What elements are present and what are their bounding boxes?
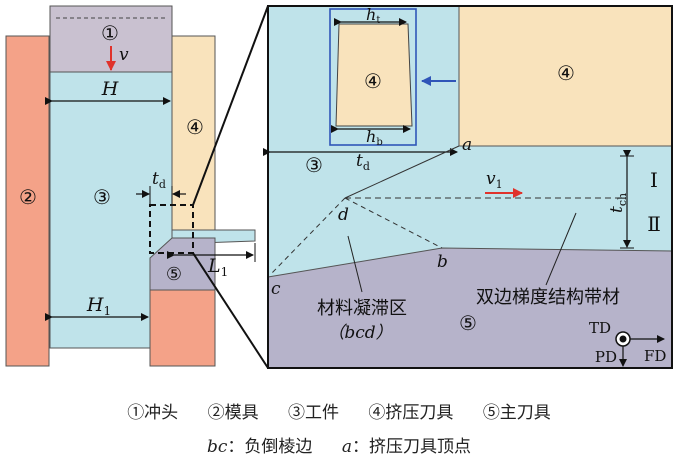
workpiece-number-zoom: ③: [305, 153, 323, 177]
velocity-label: v: [119, 45, 129, 65]
zoom-panel: ht ④ hb ④ a td ③ v1 tch Ⅰ Ⅱ d b c 材料凝滞区 …: [263, 5, 673, 369]
die-number: ②: [19, 185, 37, 209]
upper-boundary: [344, 145, 460, 199]
L1-label: L1: [207, 255, 228, 279]
point-d-label: d: [338, 205, 349, 225]
bc-key: bc: [207, 437, 228, 457]
main-tool-number-zoom: ⑤: [459, 311, 477, 335]
zone-II-label: Ⅱ: [647, 212, 661, 236]
squeeze-tool-number-zoom: ④: [557, 61, 575, 85]
strip-leader: [545, 212, 577, 286]
pd-axis-label: PD: [595, 348, 617, 366]
squeeze-tool-zoom: [458, 5, 673, 147]
process-diagram: ① v ② ④ ③ ⑤ H H1 td L1 ht ④ hb ④ a: [5, 5, 673, 369]
legend-item-punch: ①冲头: [127, 403, 179, 423]
tch-label: tch: [607, 193, 629, 213]
v1-label: v1: [486, 169, 503, 191]
td-axis-dot: [619, 335, 627, 343]
die-lower-right: [149, 289, 216, 367]
workpiece-number-left: ③: [93, 185, 111, 209]
coordinate-axes: TD PD FD: [589, 319, 666, 367]
a-desc: ：挤压刀具顶点: [351, 437, 471, 457]
dash-db: [344, 197, 443, 249]
legend-numbers: ①冲头 ②模具 ③工件 ④挤压刀具 ⑤主刀具: [0, 398, 678, 423]
zoom-line-bottom: [192, 252, 269, 369]
squeeze-tool-number-left: ④: [186, 115, 204, 139]
fd-axis-label: FD: [644, 347, 666, 365]
ht-label: ht: [366, 5, 380, 26]
bc-desc: ：负倒棱边: [227, 437, 313, 457]
strip-label: 双边梯度结构带材: [476, 287, 620, 308]
legend-item-squeeze-tool: ④挤压刀具: [368, 403, 454, 423]
zoom-line-top: [192, 5, 269, 206]
zoom-frame: [267, 5, 673, 369]
point-b-label: b: [437, 252, 448, 272]
legend-item-main-tool: ⑤主刀具: [482, 403, 551, 423]
legend-notes: bc：负倒棱边 a：挤压刀具顶点: [0, 432, 678, 457]
H1-label: H1: [86, 294, 111, 318]
legend-note-a: a：挤压刀具顶点: [342, 437, 471, 457]
punch-number: ①: [101, 21, 119, 45]
td-zoom-label: td: [356, 151, 370, 173]
legend-item-die: ②模具: [207, 403, 259, 423]
point-c-label: c: [271, 279, 281, 299]
a-key: a: [341, 437, 352, 457]
stagnation-leader: [347, 235, 363, 293]
legend-note-bc: bc：负倒棱边: [207, 437, 312, 457]
td-label-left: td: [152, 169, 166, 191]
stagnation-label: 材料凝滞区: [317, 298, 407, 319]
legend-item-workpiece: ③工件: [288, 403, 339, 423]
inset-frame: [329, 8, 417, 146]
main-tool-number-left: ⑤: [166, 264, 182, 285]
td-axis-label: TD: [589, 319, 611, 337]
H-label: H: [101, 78, 119, 100]
hb-label: hb: [366, 127, 383, 148]
zone-I-label: Ⅰ: [650, 168, 658, 192]
stagnation-sub-label: （bcd）: [327, 323, 392, 343]
die-left: [5, 35, 50, 367]
point-a-label: a: [462, 135, 472, 155]
inset-number: ④: [364, 69, 382, 93]
overview-panel: ① v ② ④ ③ ⑤ H H1 td L1: [5, 5, 269, 369]
